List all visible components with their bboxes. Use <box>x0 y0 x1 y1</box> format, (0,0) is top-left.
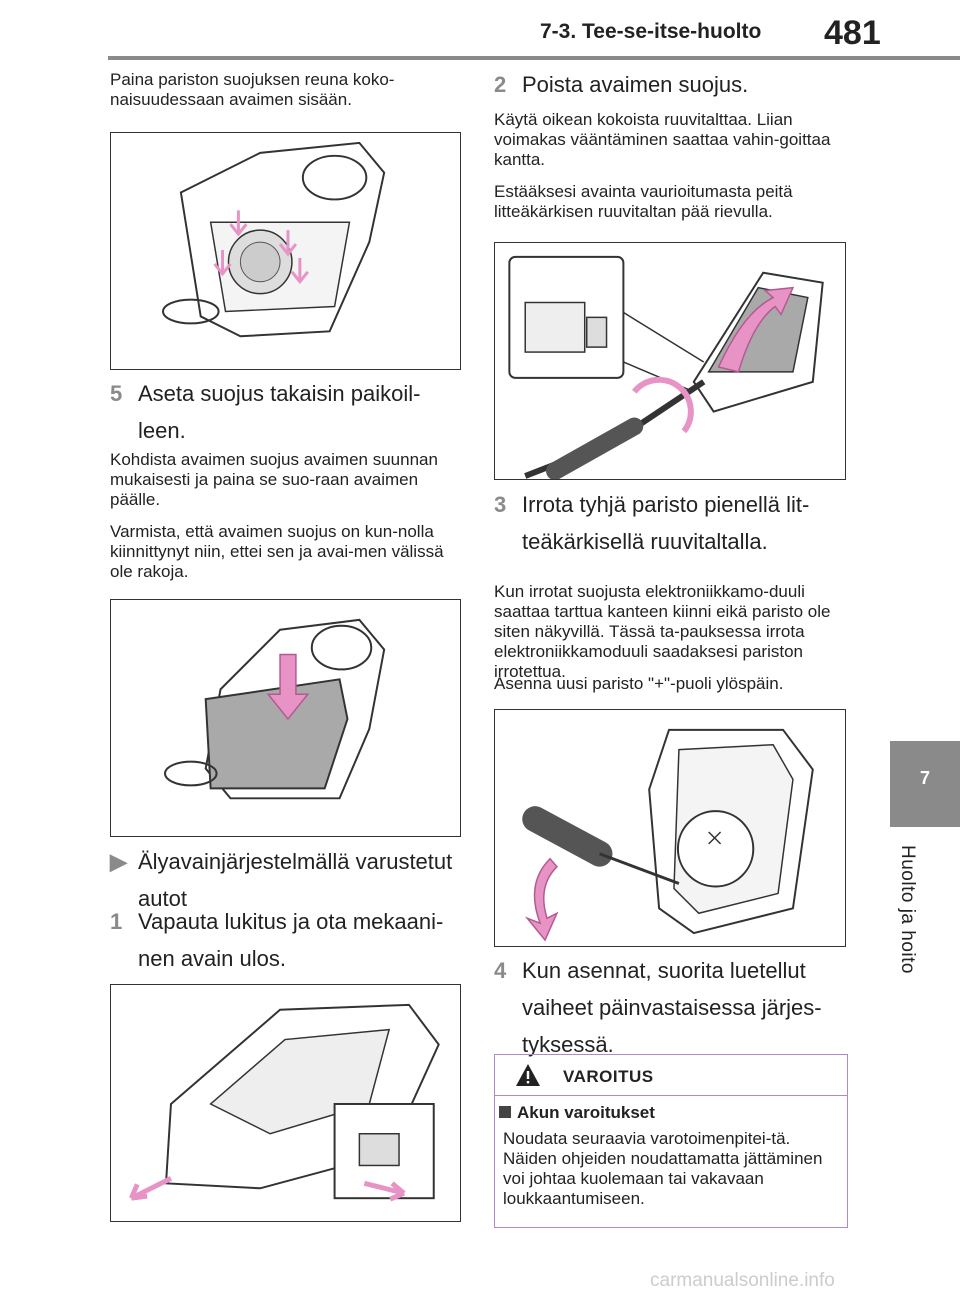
paragraph: Kun irrotat suojusta elektroniikkamo-duu… <box>494 582 831 681</box>
warning-box: VAROITUS Akun varoitukset Noudata seuraa… <box>494 1054 848 1228</box>
figure-remove-cover <box>494 242 846 480</box>
step-number: 4 <box>494 958 507 983</box>
step-number: 3 <box>494 492 507 517</box>
chapter-number: 7 <box>919 768 930 788</box>
smart-key-heading: ▶Älyavainjärjestelmällä varustetut autot <box>110 843 460 917</box>
figure-replace-cover <box>110 599 461 837</box>
warning-header: VAROITUS <box>495 1055 847 1096</box>
figure-release-key <box>110 984 461 1222</box>
chapter-label: Huolto ja hoito <box>897 845 918 974</box>
watermark-footer: carmanualsonline.info <box>650 1270 835 1291</box>
header-rule <box>108 56 960 60</box>
warning-title: VAROITUS <box>563 1067 654 1086</box>
figure-press-battery <box>110 132 461 370</box>
paragraph: Käytä oikean kokoista ruuvitalttaa. Liia… <box>494 110 831 169</box>
step-number: 1 <box>110 909 123 934</box>
paragraph: Asenna uusi paristo "+"-puoli ylöspäin. <box>494 674 784 693</box>
intro-text: Paina pariston suojuksen reuna koko-nais… <box>110 70 395 109</box>
warning-subtitle: Akun varoitukset <box>499 1103 655 1123</box>
section-title: 7-3. Tee-se-itse-huolto <box>540 20 762 43</box>
step-number: 2 <box>494 72 507 97</box>
chapter-tab <box>890 741 960 827</box>
square-bullet-icon <box>499 1106 511 1118</box>
triangle-icon: ▶ <box>110 849 127 874</box>
warning-text: Noudata seuraavia varotoimenpitei-tä. Nä… <box>503 1129 823 1208</box>
paragraph: Kohdista avaimen suojus avaimen suunnan … <box>110 450 438 509</box>
warning-triangle-icon <box>515 1063 541 1092</box>
figure-battery-replace <box>494 709 846 947</box>
step-number: 5 <box>110 381 123 406</box>
paragraph: Estääksesi avainta vaurioitumasta peitä … <box>494 182 793 221</box>
paragraph: Varmista, että avaimen suojus on kun-nol… <box>110 522 444 581</box>
page-number: 481 <box>824 14 881 52</box>
